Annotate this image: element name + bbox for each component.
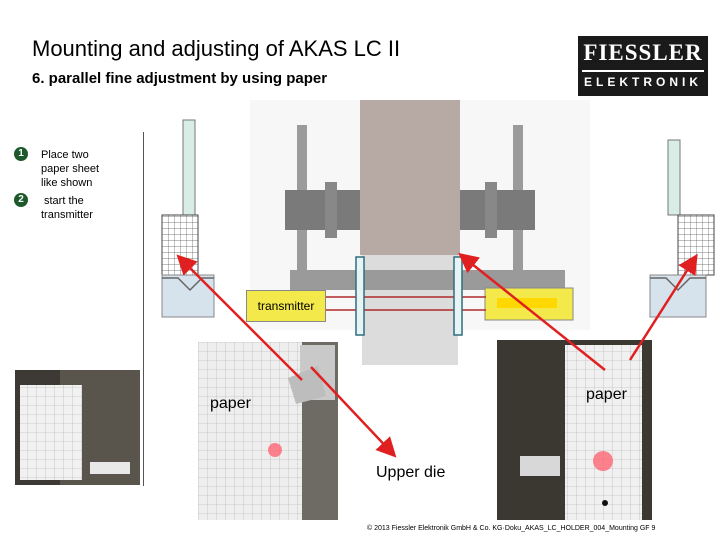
step-2-badge: 2: [14, 193, 28, 207]
slide-subtitle: 6. parallel fine adjustment by using pap…: [32, 70, 328, 87]
right-die-section: [649, 139, 715, 318]
step-2-text: start the transmitter: [41, 195, 93, 221]
step-1-badge: 1: [14, 147, 28, 161]
photo-center-left: [198, 342, 338, 520]
arrow-to-upper-die: [310, 366, 397, 458]
annotation-arrows: [176, 252, 698, 458]
logo-line2: ELEKTRONIK: [584, 75, 702, 89]
paper-label-left: paper: [210, 395, 251, 412]
slide-title: Mounting and adjusting of AKAS LC II: [32, 36, 401, 61]
company-logo: FIESSLER ELEKTRONIK: [578, 36, 708, 96]
press-machine: [250, 100, 590, 365]
photo-right: [497, 340, 652, 520]
logo-line1: FIESSLER: [583, 40, 703, 65]
paper-label-right: paper: [586, 386, 627, 403]
divider-line: [143, 132, 144, 486]
footer-copyright: © 2013 Fiessler Elektronik GmbH & Co. KG…: [367, 525, 656, 532]
photo-bottom-left: [15, 370, 140, 485]
arrow-to-left-paper: [176, 254, 303, 381]
arrow-to-center-paper: [458, 252, 606, 371]
left-die-section: [161, 119, 215, 318]
arrow-to-right-paper: [628, 253, 698, 361]
step-1-text: Place two paper sheet like shown: [41, 149, 100, 189]
upper-die-label: Upper die: [376, 464, 446, 481]
transmitter-label: transmitter: [246, 290, 326, 322]
